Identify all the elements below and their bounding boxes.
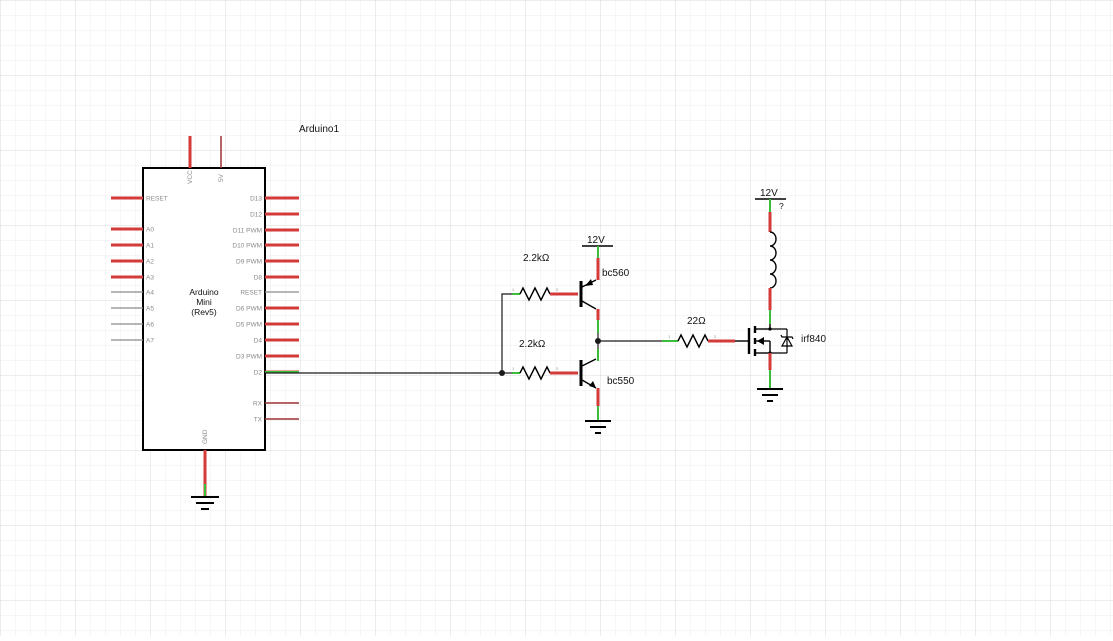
left-pin-label-a5: A5 [146,305,154,312]
inductor-load[interactable]: ? [768,201,784,324]
supply-12v-transistors[interactable]: 12V [582,235,613,280]
right-pin-label-d10-pwm-3: D10 PWM [232,242,262,249]
junction-dot-input [499,370,505,376]
irf840-label: irf840 [801,334,826,345]
arduino-mini-part[interactable]: Arduino1 Arduino Mini (Rev5) VCC 5V GND … [111,124,339,496]
transistor-bc550[interactable]: bc550 [579,349,635,420]
right-pin-label-d3-pwm-10: D3 PWM [236,353,262,360]
right-pin-label-d9-pwm-4: D9 PWM [236,258,262,265]
r-top-pin2-num: 2 [556,287,559,292]
junction-dot-output [595,338,601,344]
right-pin-label-reset-6: RESET [240,289,262,296]
5v-pin-label: 5V [218,173,225,182]
right-pin-label-d12-1: D12 [250,211,262,218]
left-pin-label-a3: A3 [146,274,154,281]
wires [265,293,662,376]
right-pin-label-d11-pwm-2: D11 PWM [233,227,262,234]
gnd-pin-label: GND [202,429,209,444]
resistor-r-bottom[interactable]: 2.2kΩ 1 2 [512,339,578,381]
arduino-part-title: Arduino1 [299,124,339,135]
ground-symbol-transistors[interactable] [585,420,611,434]
resistor-r-gate[interactable]: 22Ω 1 2 [662,316,735,349]
r-top-value: 2.2kΩ [523,253,550,264]
bc550-label: bc550 [607,376,635,387]
supply-12v-load-label: 12V [760,188,778,199]
r-gate-pin2-num: 2 [714,334,717,339]
r-bottom-pin1-num: 1 [512,366,515,371]
wire-junction-to-r-top[interactable] [501,293,512,373]
left-pin-label-a6: A6 [146,321,154,328]
transistor-bc560[interactable]: bc560 [579,268,630,333]
bc560-label: bc560 [602,268,630,279]
arduino-name-line3: (Rev5) [191,307,217,317]
right-pin-label-d4-9: D4 [254,337,263,344]
arduino-name-line1: Arduino [189,287,219,297]
r-bottom-pin2-num: 2 [556,366,559,371]
left-pin-label-a2: A2 [146,258,154,265]
resistor-r-top[interactable]: 2.2kΩ 1 2 [512,253,578,302]
left-pin-label-a7: A7 [146,337,154,344]
left-pin-label-a1: A1 [146,242,154,249]
r-top-pin1-num: 1 [512,287,515,292]
left-pin-label-a0: A0 [146,226,154,233]
right-pin-label-d6-pwm-7: D6 PWM [236,305,262,312]
inductor-coil [769,231,777,289]
right-pin-label-d13-0: D13 [250,195,262,202]
right-pin-label-rx-12: RX [253,400,263,407]
r-gate-pin1-num: 1 [668,334,671,339]
right-pin-label-d8-5: D8 [254,274,263,281]
left-pin-label-reset: RESET [146,195,168,202]
right-pin-label-d2-11: D2 [254,369,263,376]
load-value: ? [779,201,784,211]
supply-12v-load[interactable]: 12V [755,188,786,232]
arduino-name-line2: Mini [196,297,212,307]
ground-symbol-mosfet[interactable] [757,388,783,402]
arduino-ground-symbol[interactable] [191,496,219,510]
vcc-pin-label: VCC [187,170,194,184]
r-bottom-value: 2.2kΩ [519,339,546,350]
mosfet-irf840[interactable]: irf840 [735,324,826,388]
left-pin-label-a4: A4 [146,289,154,296]
right-pin-label-tx-13: TX [254,416,263,423]
supply-12v-transistors-label: 12V [587,235,605,246]
r-gate-value: 22Ω [687,316,706,327]
arduino-body [142,167,266,451]
right-pin-label-d5-pwm-8: D5 PWM [236,321,262,328]
